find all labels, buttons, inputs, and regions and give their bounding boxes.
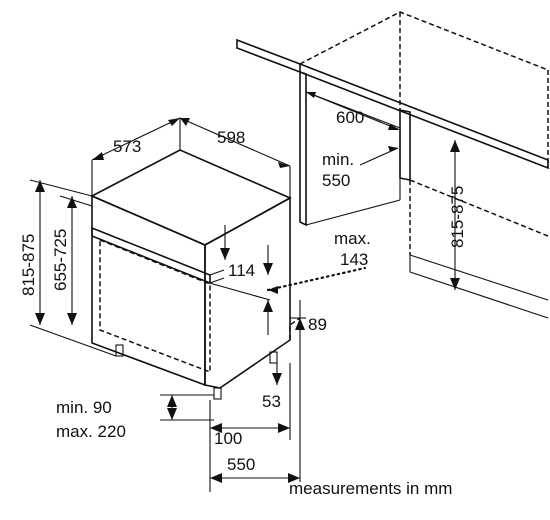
label-100: 100 bbox=[214, 429, 242, 448]
label-plinth-min: min. 90 bbox=[56, 398, 112, 417]
label-min-550-prefix: min. bbox=[322, 150, 354, 169]
label-niche-height: 815-875 bbox=[448, 186, 467, 248]
label-max-143-value: 143 bbox=[340, 250, 368, 269]
label-max-143-prefix: max. bbox=[334, 229, 371, 248]
label-600: 600 bbox=[336, 108, 364, 127]
niche-outline bbox=[236, 11, 549, 319]
label-body-height: 655-725 bbox=[51, 229, 70, 291]
label-53: 53 bbox=[262, 392, 281, 411]
arrowheads bbox=[35, 92, 460, 483]
label-114: 114 bbox=[228, 261, 255, 280]
label-550-bottom: 550 bbox=[227, 455, 255, 474]
label-598: 598 bbox=[217, 128, 245, 147]
dimension-lines bbox=[29, 91, 456, 492]
label-573: 573 bbox=[113, 137, 141, 156]
label-min-550-value: 550 bbox=[322, 171, 350, 190]
dishwasher-body bbox=[90, 149, 301, 400]
label-89: 89 bbox=[308, 315, 327, 334]
units-caption: measurements in mm bbox=[289, 479, 452, 498]
label-plinth-max: max. 220 bbox=[56, 422, 126, 441]
label-total-height: 815-875 bbox=[19, 234, 38, 296]
